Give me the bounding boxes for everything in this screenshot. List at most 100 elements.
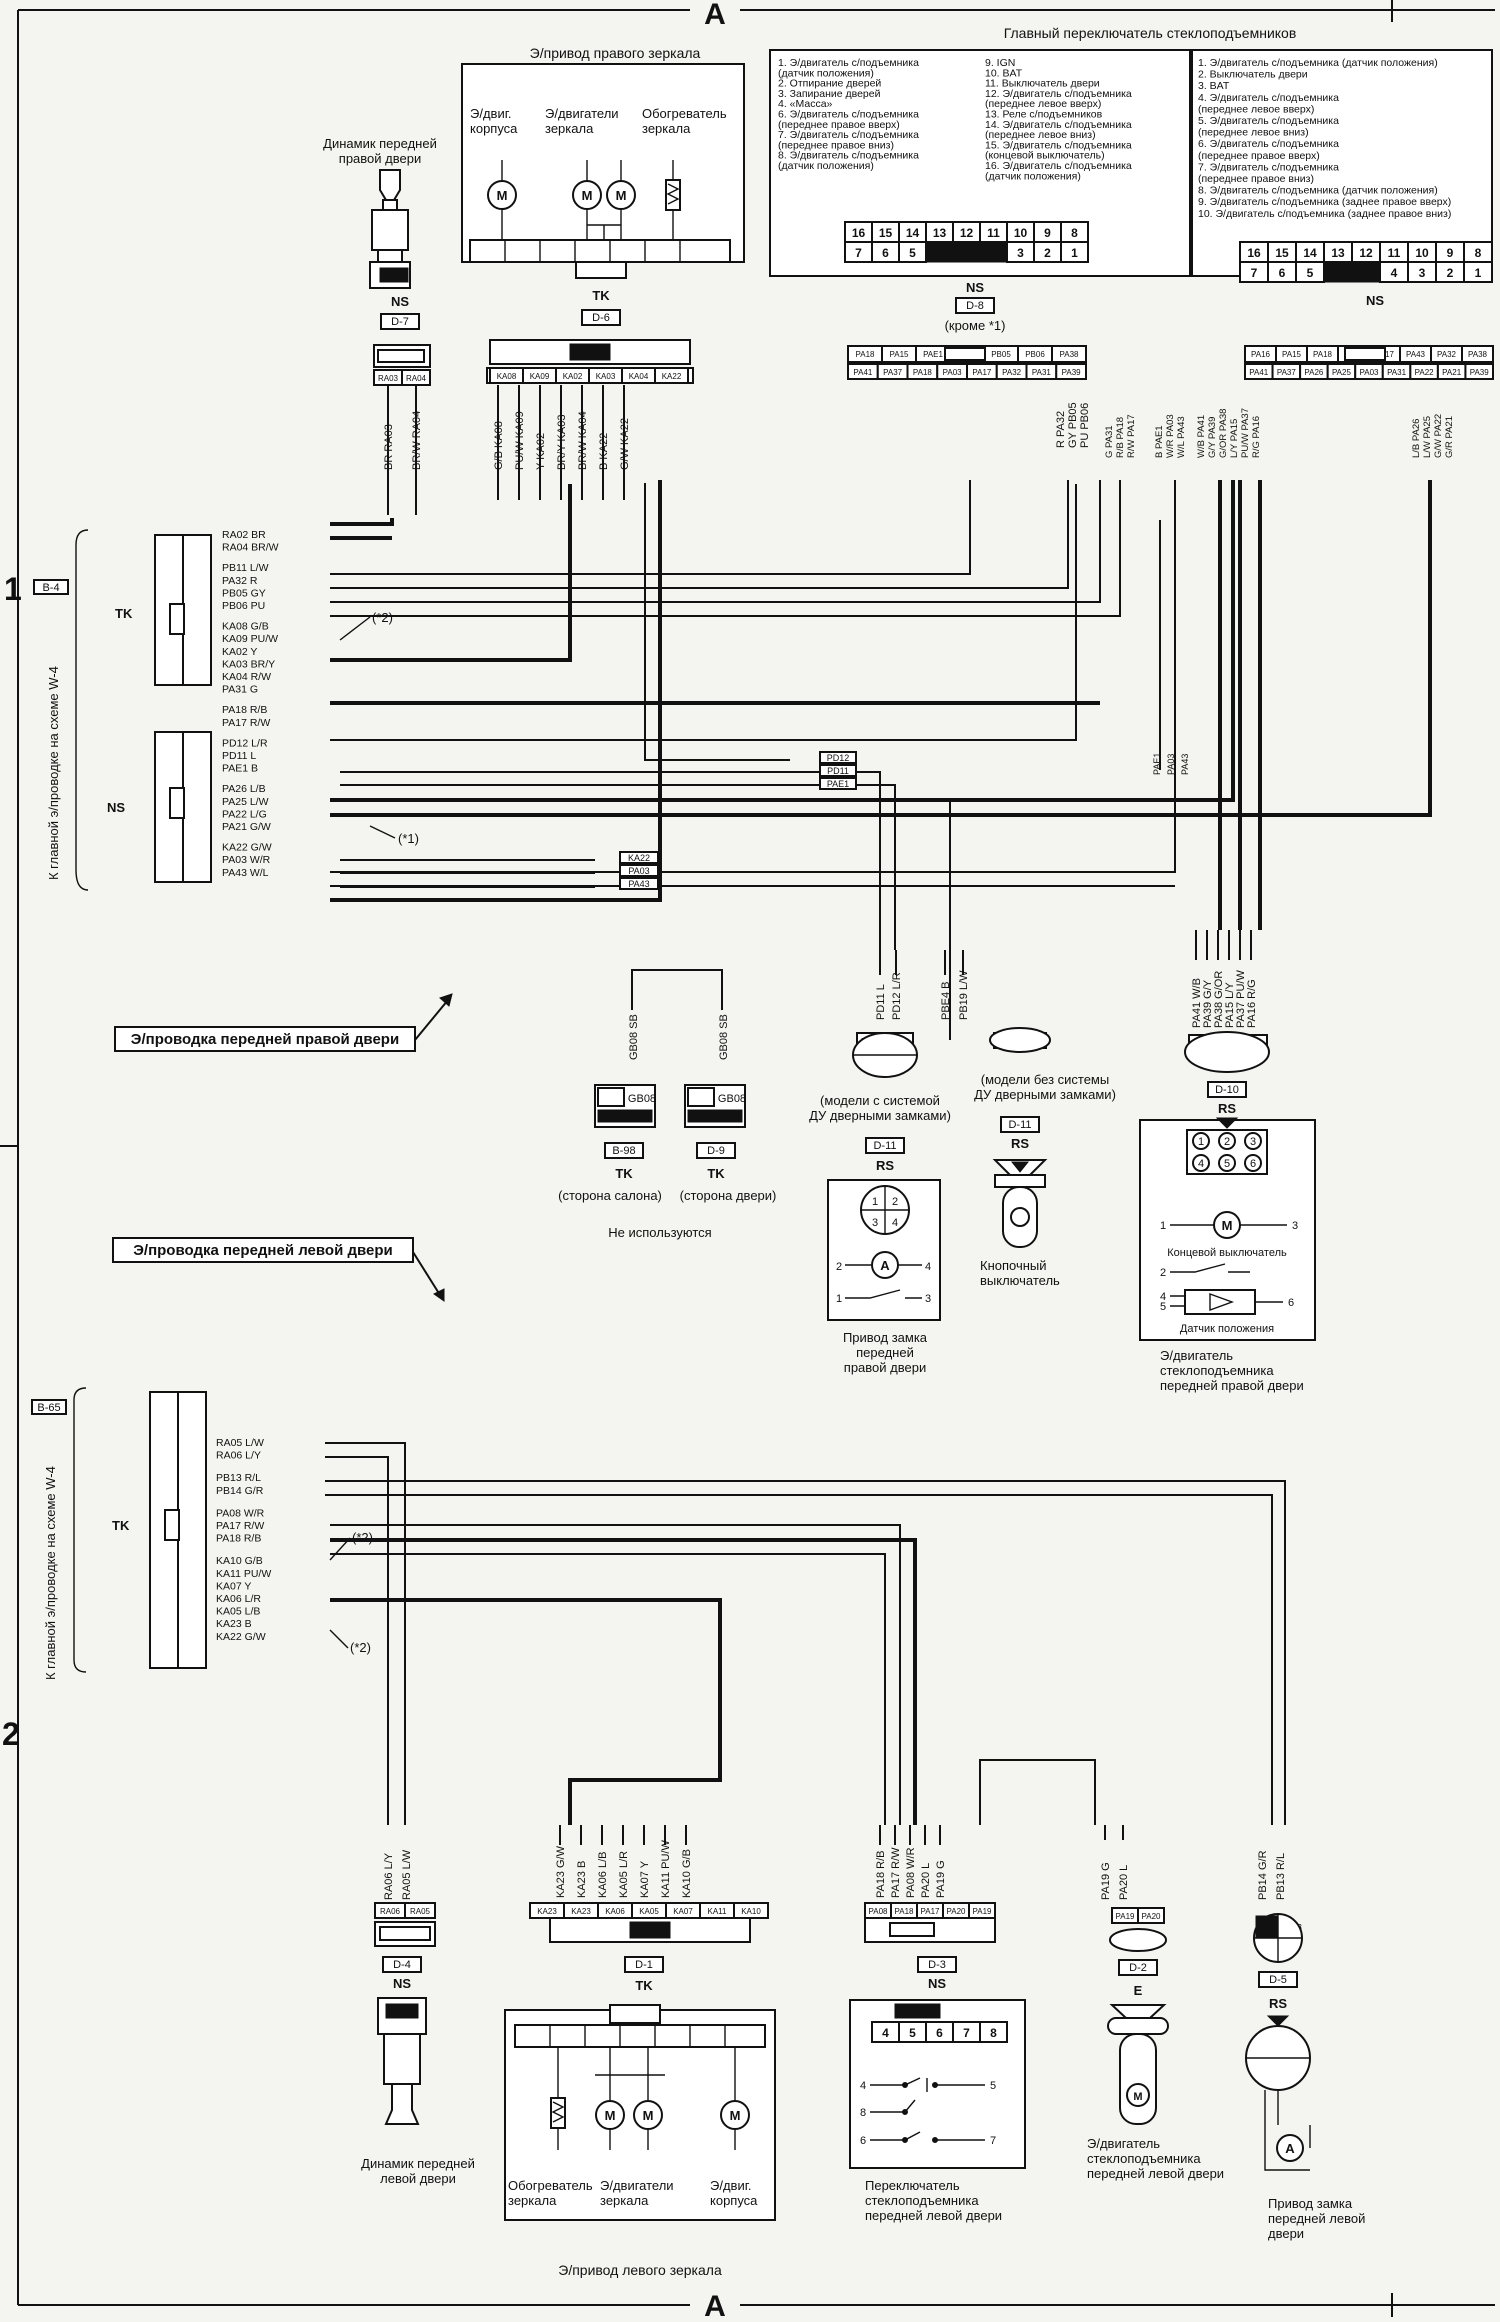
tk1-wire-label: PB05 GY bbox=[222, 587, 266, 599]
wire-runs-section-2 bbox=[325, 1442, 1286, 1825]
unused-code-right: D-9 bbox=[707, 1145, 725, 1157]
left-motor-e: E bbox=[1134, 1983, 1143, 1998]
right-mirror-pin: KA22 bbox=[662, 372, 682, 381]
wire-runs-section-1 bbox=[330, 480, 1432, 1040]
svg-text:6: 6 bbox=[860, 2135, 866, 2147]
right-mirror-pin: KA09 bbox=[530, 372, 550, 381]
tk2-wire-label: KA10 G/B bbox=[216, 1555, 263, 1567]
main-switch-item: 9. IGN bbox=[985, 57, 1015, 69]
svg-text:M: M bbox=[643, 2108, 654, 2123]
left-switch-pin-number: 6 bbox=[936, 2026, 943, 2040]
main-switch-item: 10. Э/двигатель с/подъемника (заднее пра… bbox=[1198, 208, 1451, 220]
svg-text:3: 3 bbox=[872, 1217, 878, 1229]
left-mirror-code: D-1 bbox=[635, 1959, 653, 1971]
switch-conn-pin: PA31 bbox=[1032, 368, 1052, 377]
left-switch-pin-number: 7 bbox=[963, 2026, 970, 2040]
left-mirror-wire: KA05 L/R bbox=[618, 1851, 630, 1898]
regulator-right-code: D-10 bbox=[1215, 1084, 1239, 1096]
motor-icon: M bbox=[633, 2100, 663, 2130]
heater-icon bbox=[550, 2097, 566, 2129]
ribbon-label: PAE1 bbox=[827, 779, 849, 789]
left-switch-pin: PA20 bbox=[947, 1907, 967, 1916]
right-mirror-title: Э/привод правого зеркала bbox=[530, 45, 701, 61]
main-switch-item: 3. BAT bbox=[1198, 80, 1230, 92]
switch-conn-pin: PA31 bbox=[1387, 368, 1407, 377]
svg-text:4: 4 bbox=[1160, 1291, 1166, 1303]
svg-text:2: 2 bbox=[836, 1261, 842, 1273]
switch-wire: L/Y PA15 bbox=[1229, 419, 1240, 458]
left-mirror-pin: KA11 bbox=[708, 1907, 728, 1916]
main-switch-pin: 5 bbox=[909, 246, 916, 260]
svg-text:3: 3 bbox=[1292, 1220, 1298, 1232]
switch-wire: R PA32 bbox=[1055, 411, 1067, 448]
main-switch-item: 4. Э/двигатель с/подъемника bbox=[1198, 92, 1339, 104]
regulator-sensor-label: Датчик положения bbox=[1180, 1323, 1274, 1335]
tk2-wire-label: PA08 W/R bbox=[216, 1507, 265, 1519]
right-mirror-code: D-6 bbox=[592, 312, 610, 324]
switch-wire: W/R PA03 bbox=[1165, 414, 1176, 458]
svg-text:4: 4 bbox=[1198, 1158, 1204, 1170]
left-lock-wire: PB14 G/R bbox=[1257, 1850, 1269, 1900]
svg-text:5: 5 bbox=[1224, 1158, 1230, 1170]
tk2-wire-label: RA05 L/W bbox=[216, 1437, 264, 1449]
left-mirror-wire: KA07 Y bbox=[639, 1860, 651, 1898]
main-switch-pin: 4 bbox=[1391, 266, 1398, 280]
svg-text:4: 4 bbox=[860, 2080, 866, 2092]
svg-text:2: 2 bbox=[1224, 1136, 1230, 1148]
main-switch-ns-right: NS bbox=[1366, 293, 1384, 308]
main-switch-pin: 13 bbox=[933, 226, 947, 240]
left-switch-ns: NS bbox=[928, 1976, 946, 1991]
unused-pin-left: GB08 bbox=[628, 1093, 656, 1105]
switch-wire: L/W PA25 bbox=[1422, 416, 1433, 458]
main-switch-item: (датчик положения) bbox=[985, 170, 1081, 182]
unused-wire-right: GB08 SB bbox=[718, 1014, 730, 1060]
regulator-right-wire: PA39 G/Y bbox=[1202, 979, 1214, 1028]
main-switch-item: 2. Выключатель двери bbox=[1198, 69, 1308, 81]
main-switch-pin: 10 bbox=[1014, 226, 1028, 240]
left-mirror-pin: KA23 bbox=[537, 1907, 557, 1916]
main-switch-pin: 2 bbox=[1447, 266, 1454, 280]
speaker-icon bbox=[369, 169, 411, 289]
ribbon-label: PAE1 bbox=[1152, 753, 1162, 775]
left-speaker-ns: NS bbox=[393, 1976, 411, 1991]
switch-wire: G PA31 bbox=[1104, 425, 1115, 458]
left-switch-wire: PA17 R/W bbox=[890, 1847, 902, 1898]
tk2-wire-label: KA06 L/R bbox=[216, 1593, 261, 1605]
left-mirror-wire: KA06 L/B bbox=[597, 1852, 609, 1898]
tk1-wire-label: PA22 L/G bbox=[222, 808, 267, 820]
left-switch-wire: PA08 W/R bbox=[905, 1847, 917, 1898]
main-switch-item: (переднее левое вниз) bbox=[985, 129, 1096, 141]
left-mirror-wire: KA23 B bbox=[576, 1861, 588, 1898]
main-switch-item: (концевой выключатель) bbox=[985, 150, 1105, 162]
main-switch-pin: 6 bbox=[882, 246, 889, 260]
unused-connectors: GB08 SB GB08 SB GB08 GB08 B-98 D-9 TK TK… bbox=[558, 969, 776, 1240]
left-switch-pin-number: 8 bbox=[990, 2026, 997, 2040]
tk1-wire-label: KA04 R/W bbox=[222, 671, 271, 683]
left-speaker-wire: RA06 L/Y bbox=[383, 1852, 395, 1900]
left-motor-wire: PA19 G bbox=[1100, 1862, 1112, 1900]
lock-right-wire: PD12 L/R bbox=[891, 972, 903, 1020]
svg-text:M: M bbox=[497, 188, 508, 203]
left-mirror-pin: KA05 bbox=[639, 1907, 659, 1916]
switch-wire: PU/W PA37 bbox=[1240, 408, 1251, 458]
left-motor-pin: PA19 bbox=[1116, 1912, 1136, 1921]
main-switch-item: 6. Э/двигатель с/подъемника bbox=[778, 109, 919, 121]
main-switch-item: 14. Э/двигатель с/подъемника bbox=[985, 119, 1132, 131]
left-switch-wire: PA20 L bbox=[920, 1863, 932, 1898]
regulator-limit-label: Концевой выключатель bbox=[1167, 1247, 1287, 1259]
tk1-wire-label: PAE1 B bbox=[222, 763, 258, 775]
main-switch-item: 8. Э/двигатель с/подъемника (датчик поло… bbox=[1198, 185, 1438, 197]
svg-text:5: 5 bbox=[1160, 1301, 1166, 1313]
right-speaker-ns: NS bbox=[391, 294, 409, 309]
switch-conn-pin: PA03 bbox=[943, 368, 963, 377]
right-mirror-actuator: Э/привод правого зеркала Э/двиг.корпуса … bbox=[461, 45, 745, 500]
ribbon-label: PA03 bbox=[628, 866, 649, 876]
